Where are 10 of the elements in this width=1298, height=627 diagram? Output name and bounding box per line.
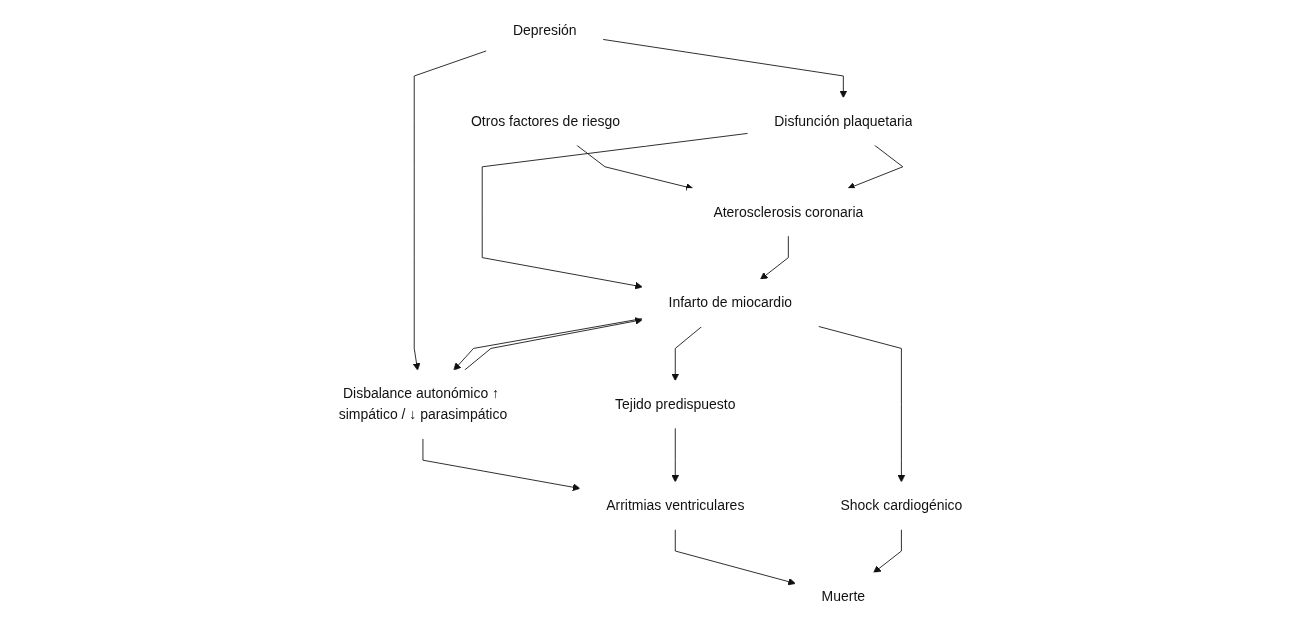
node-text: Otros factores de riesgo [470, 113, 621, 129]
node-text: Depresión [512, 22, 577, 38]
node-text: Arritmias ventriculares [606, 497, 745, 513]
node-text: Shock cardiogénico [840, 497, 963, 513]
node-text: Tejido predispuesto [615, 396, 736, 412]
node-text: Aterosclerosis coronaria [713, 204, 864, 220]
node-text: Disbalance autonómico ↑ simpático / ↓ parasimpático [338, 385, 508, 422]
node-text: Disfunción plaquetaria [774, 113, 913, 129]
node-text: Muerte [821, 588, 866, 604]
node-text: Infarto de miocardio [668, 295, 793, 311]
